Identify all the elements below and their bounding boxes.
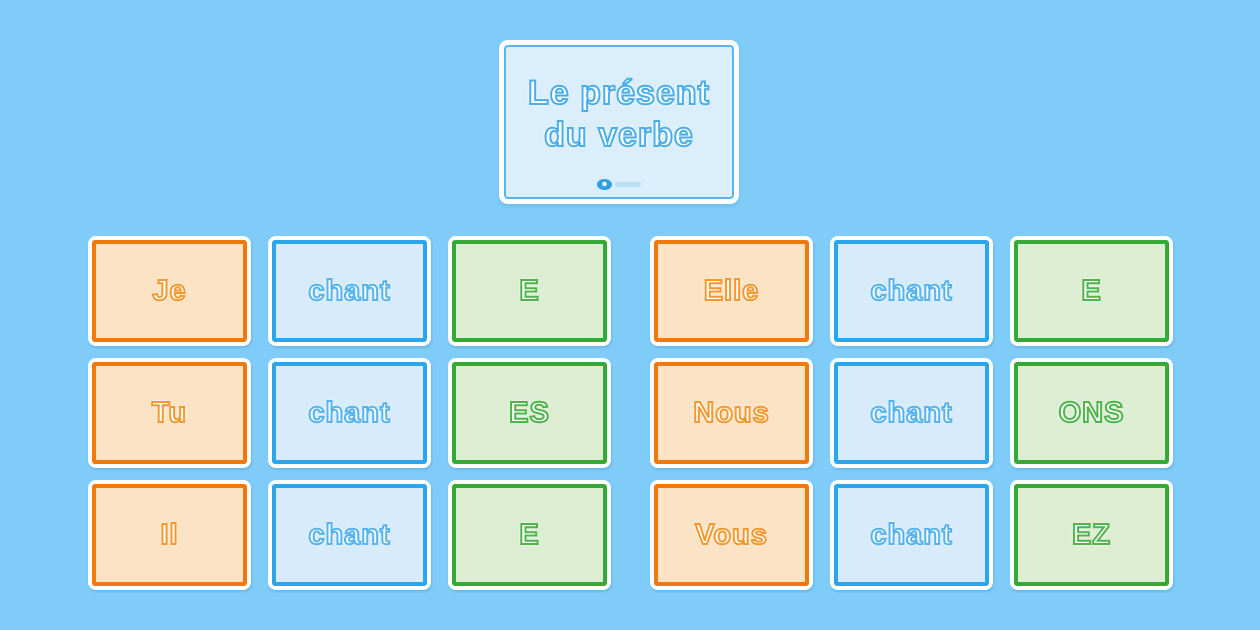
card-label: chant: [307, 396, 391, 430]
card-label: chant: [869, 274, 953, 308]
card-stem-chant: chant: [268, 236, 431, 346]
card-row-2: Tu chant ES Nous chant ONS: [88, 358, 1173, 468]
card-label: E: [518, 274, 540, 308]
conjugation-group-left: Il chant E: [88, 480, 611, 590]
card-face: Il: [92, 484, 247, 586]
card-stem-chant: chant: [830, 358, 993, 468]
conjugation-group-right: Elle chant E: [650, 236, 1173, 346]
card-label: chant: [869, 518, 953, 552]
card-face: ES: [452, 362, 607, 464]
card-label: Il: [159, 518, 179, 552]
card-row-1: Je chant E Elle chant E: [88, 236, 1173, 346]
card-face: Elle: [654, 240, 809, 342]
card-face: Nous: [654, 362, 809, 464]
slide-title: Le présent du verbe: [527, 72, 710, 156]
card-face: chant: [834, 484, 989, 586]
card-ending-e: E: [1010, 236, 1173, 346]
card-face: E: [1014, 240, 1169, 342]
card-label: Nous: [692, 396, 770, 430]
card-row-3: Il chant E Vous chant EZ: [88, 480, 1173, 590]
conjugation-group-right: Vous chant EZ: [650, 480, 1173, 590]
card-label: chant: [869, 396, 953, 430]
card-ending-e: E: [448, 480, 611, 590]
card-face: chant: [272, 240, 427, 342]
card-stem-chant: chant: [830, 236, 993, 346]
card-face: Tu: [92, 362, 247, 464]
card-label: Je: [151, 274, 187, 308]
card-label: ONS: [1058, 396, 1125, 430]
card-pronoun-nous: Nous: [650, 358, 813, 468]
card-stem-chant: chant: [268, 480, 431, 590]
card-label: chant: [307, 518, 391, 552]
twinkl-logo-mark-icon: [597, 179, 612, 190]
card-face: chant: [834, 240, 989, 342]
twinkl-logo-icon: [597, 179, 641, 190]
card-face: Je: [92, 240, 247, 342]
conjugation-group-left: Je chant E: [88, 236, 611, 346]
card-label: chant: [307, 274, 391, 308]
card-label: E: [518, 518, 540, 552]
card-face: E: [452, 484, 607, 586]
card-face: chant: [272, 484, 427, 586]
card-ending-ez: EZ: [1010, 480, 1173, 590]
card-label: Tu: [151, 396, 188, 430]
title-card-face: Le présent du verbe: [504, 45, 734, 199]
title-line-1: Le présent: [527, 73, 710, 113]
card-pronoun-je: Je: [88, 236, 251, 346]
card-stem-chant: chant: [830, 480, 993, 590]
card-pronoun-il: Il: [88, 480, 251, 590]
card-face: E: [452, 240, 607, 342]
conjugation-group-right: Nous chant ONS: [650, 358, 1173, 468]
card-pronoun-elle: Elle: [650, 236, 813, 346]
card-ending-ons: ONS: [1010, 358, 1173, 468]
card-face: Vous: [654, 484, 809, 586]
card-label: E: [1080, 274, 1102, 308]
card-pronoun-vous: Vous: [650, 480, 813, 590]
card-ending-e: E: [448, 236, 611, 346]
card-label: Elle: [703, 274, 760, 308]
card-pronoun-tu: Tu: [88, 358, 251, 468]
twinkl-logo-wordmark: [615, 182, 641, 187]
card-face: chant: [272, 362, 427, 464]
card-ending-es: ES: [448, 358, 611, 468]
card-label: Vous: [694, 518, 768, 552]
card-face: EZ: [1014, 484, 1169, 586]
card-face: chant: [834, 362, 989, 464]
card-label: EZ: [1071, 518, 1112, 552]
conjugation-group-left: Tu chant ES: [88, 358, 611, 468]
card-face: ONS: [1014, 362, 1169, 464]
card-stem-chant: chant: [268, 358, 431, 468]
title-line-2: du verbe: [543, 115, 694, 155]
card-grid: Je chant E Elle chant E Tu: [88, 236, 1173, 590]
card-label: ES: [508, 396, 550, 430]
title-card: Le présent du verbe: [499, 40, 739, 204]
